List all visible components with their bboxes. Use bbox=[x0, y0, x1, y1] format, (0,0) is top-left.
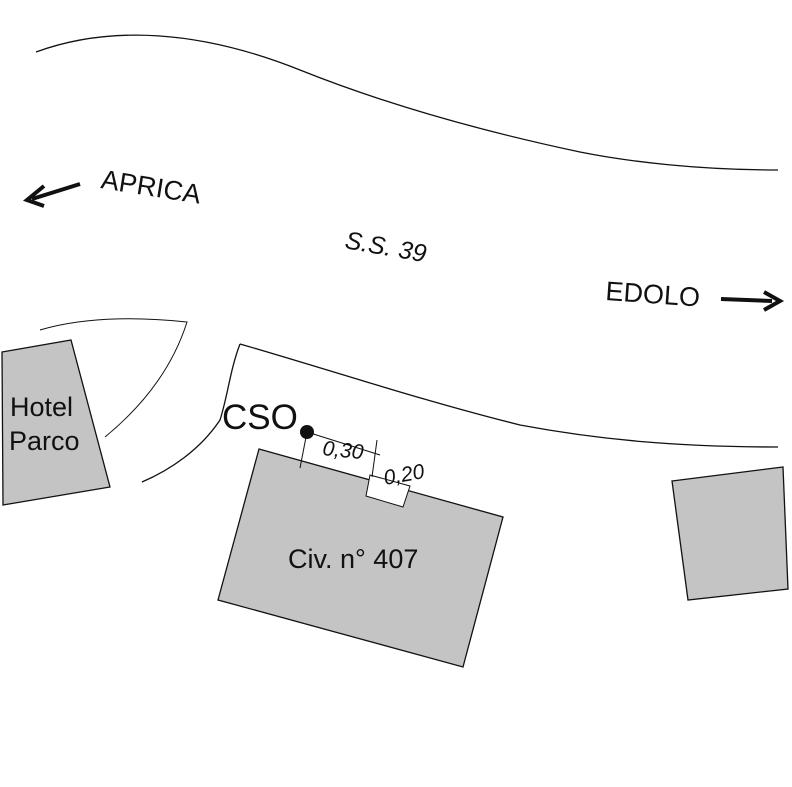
cso-label: CSO bbox=[222, 398, 298, 437]
arrow-right-icon bbox=[720, 290, 785, 312]
civic-407-label: Civ. n° 407 bbox=[288, 544, 418, 574]
hotel-label-line2: Parco bbox=[9, 426, 80, 456]
hotel-driveway-curve bbox=[39, 318, 188, 438]
civic-407-building bbox=[217, 448, 504, 668]
road-south-edge bbox=[239, 343, 779, 448]
side-road-east-edge bbox=[141, 343, 241, 483]
road-ss39-label: S.S. 39 bbox=[343, 226, 429, 268]
hotel-parco-building bbox=[1, 339, 111, 506]
offset-line-notch bbox=[371, 439, 378, 478]
direction-edolo-label: EDOLO bbox=[605, 276, 701, 313]
neighbor-building bbox=[671, 466, 789, 601]
arrow-left-icon bbox=[22, 182, 81, 208]
dimension-line-030 bbox=[306, 431, 381, 456]
measure-030-label: 0,30 bbox=[321, 437, 364, 464]
point-marker-icon bbox=[300, 425, 314, 439]
building-notch bbox=[365, 474, 411, 508]
road-north-edge bbox=[35, 34, 779, 171]
direction-aprica-label: APRICA bbox=[99, 164, 203, 209]
hotel-label-line1: Hotel bbox=[10, 392, 73, 422]
measure-020-label: 0,20 bbox=[382, 460, 427, 490]
